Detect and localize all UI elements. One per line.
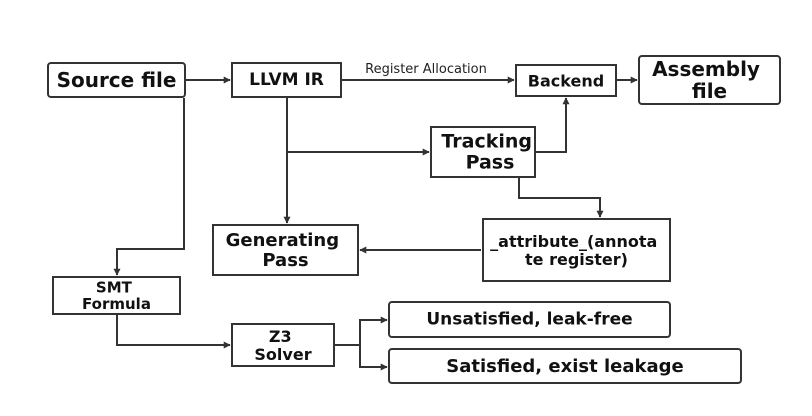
- generating-pass-node: Generating Pass: [212, 224, 359, 276]
- source-file-text: Source file: [57, 68, 177, 92]
- edge-tracking-to-attribute: [518, 177, 604, 218]
- backend-label: Backend: [528, 71, 604, 90]
- tracking-pass-label-line1: Tracking: [441, 131, 532, 153]
- source-file-node: Source file: [47, 62, 186, 98]
- tracking-pass-label-line2: Pass: [466, 151, 515, 173]
- satisfied-label: Satisfied, exist leakage: [446, 356, 683, 377]
- z3-solver-label-line1: Z3: [269, 327, 292, 346]
- backend-node: Backend: [515, 64, 617, 97]
- generating-pass-text: Generating Pass: [226, 230, 346, 271]
- assembly-file-label-line2: file: [692, 79, 727, 103]
- unsatisfied-node: Unsatisfied, leak-free: [388, 301, 671, 338]
- source-file-label: Source file: [57, 68, 177, 92]
- llvm-ir-node: LLVM IR: [231, 62, 342, 98]
- edges: Register Allocation: [113, 62, 638, 371]
- llvm-ir-text: LLVM IR: [249, 70, 324, 90]
- smt-formula-text: SMT Formula: [82, 278, 151, 313]
- assembly-file-label-line1: Assembly: [652, 57, 760, 81]
- edge-z3-to-satisfied: [359, 345, 388, 371]
- backend-text: Backend: [528, 71, 604, 90]
- assembly-file-node: Assembly file: [638, 55, 781, 105]
- smt-formula-node: SMT Formula: [52, 276, 181, 315]
- satisfied-node: Satisfied, exist leakage: [388, 348, 742, 384]
- z3-solver-text: Z3 Solver: [254, 327, 311, 364]
- edge-tracking-to-backend: [535, 97, 570, 153]
- edge-source-to-smt: [113, 98, 185, 276]
- generating-pass-label-line1: Generating: [226, 230, 340, 251]
- z3-solver-node: Z3 Solver: [231, 323, 335, 367]
- register-allocation-label: Register Allocation: [365, 62, 487, 77]
- attribute-text: _attribute_(annota te register): [490, 232, 663, 269]
- z3-solver-label-line2: Solver: [254, 344, 311, 363]
- generating-pass-label-line2: Pass: [262, 249, 308, 270]
- tracking-pass-node: Tracking Pass: [430, 126, 538, 178]
- llvm-ir-label: LLVM IR: [249, 70, 324, 90]
- attribute-node: _attribute_(annota te register): [482, 218, 671, 282]
- edge-z3-to-unsatisfied: [334, 316, 388, 346]
- attribute-label-line2: te register): [525, 249, 628, 268]
- edge-smt-to-z3: [116, 314, 231, 349]
- attribute-label-line1: _attribute_(annota: [490, 232, 657, 251]
- satisfied-text: Satisfied, exist leakage: [446, 356, 683, 377]
- smt-formula-label-line1: SMT: [96, 278, 133, 296]
- smt-formula-label-line2: Formula: [82, 295, 151, 313]
- assembly-file-text: Assembly file: [652, 57, 767, 103]
- tracking-pass-text: Tracking Pass: [441, 131, 538, 174]
- unsatisfied-text: Unsatisfied, leak-free: [426, 310, 632, 330]
- unsatisfied-label: Unsatisfied, leak-free: [426, 310, 632, 330]
